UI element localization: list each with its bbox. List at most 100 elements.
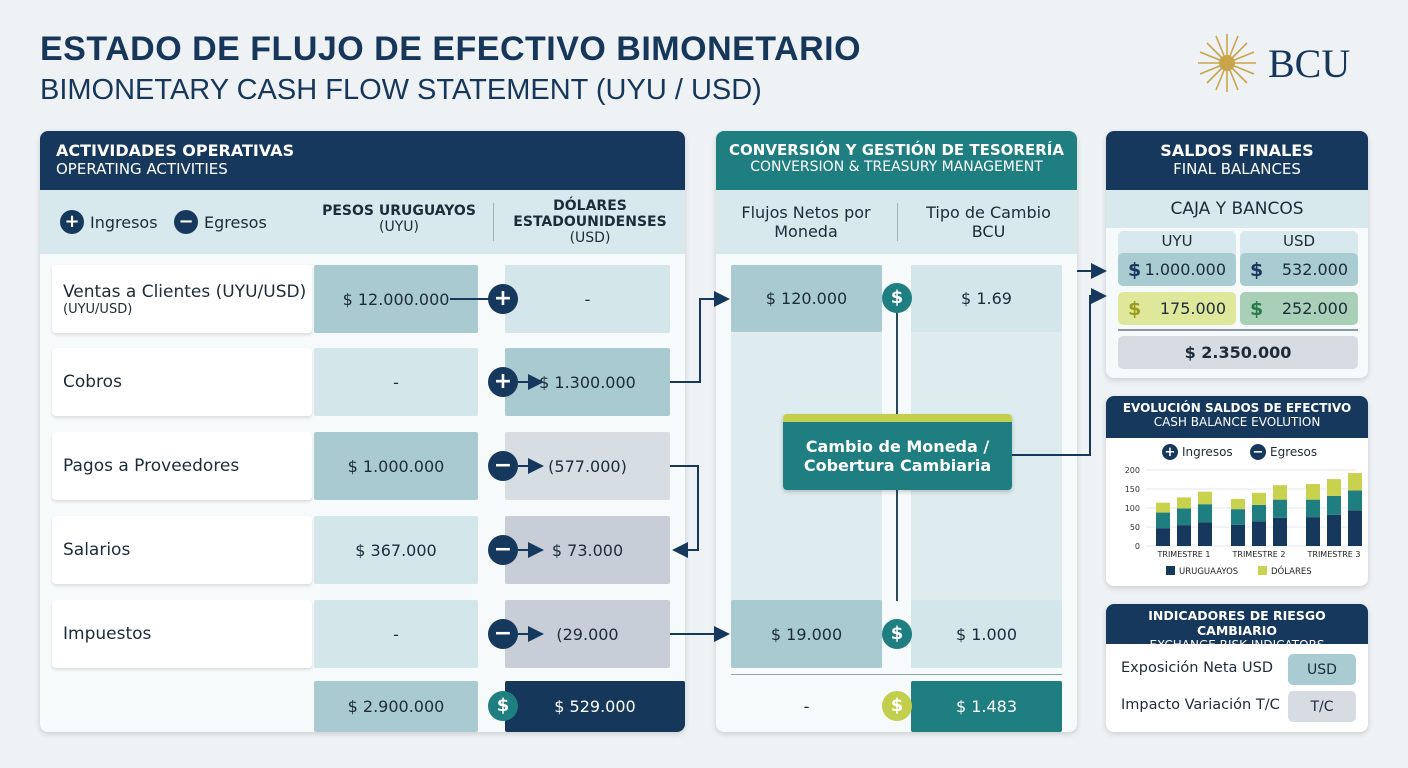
legend-ingresos-label: Ingresos	[90, 212, 158, 232]
usd-balance-2: $252.000	[1240, 292, 1358, 325]
bar-segment	[1348, 510, 1362, 546]
logo-text: BCU	[1268, 40, 1351, 86]
uyu-balance-1-value: 1.000.000	[1144, 260, 1226, 279]
bar-segment	[1252, 504, 1266, 522]
bcu-logo: BCU	[1196, 32, 1350, 94]
legend-swatch	[1166, 566, 1175, 575]
evolution-title: EVOLUCIÓN SALDOS DE EFECTIVO	[1122, 401, 1352, 415]
chart-legend-egresos: −Egresos	[1250, 444, 1317, 460]
row-label-text: Ventas a Clientes (UYU/USD)	[63, 281, 307, 302]
chart-legend-ingresos-label: Ingresos	[1182, 445, 1233, 459]
risk-badge-usd[interactable]: USD	[1288, 654, 1356, 685]
caja-bancos-label: CAJA Y BANCOS	[1106, 190, 1368, 228]
legend-label: DÓLARES	[1271, 565, 1312, 577]
row-sublabel: (UYU/USD)	[63, 301, 133, 317]
operating-title: ACTIVIDADES OPERATIVAS	[56, 141, 295, 160]
uyu-value: $ 12.000.000	[314, 265, 478, 333]
bar-segment	[1327, 514, 1341, 546]
operating-title-en: OPERATING ACTIVITIES	[56, 160, 228, 178]
plus-icon: +	[1162, 444, 1178, 460]
row-label-text: Salarios	[63, 540, 131, 560]
dollar-icon: $	[1128, 297, 1142, 320]
treasury-title: CONVERSIÓN Y GESTIÓN DE TESORERÍA	[729, 141, 1064, 159]
plus-icon: +	[488, 284, 518, 314]
risk-badge-tc[interactable]: T/C	[1288, 691, 1356, 722]
usd-balance-1: $532.000	[1240, 253, 1358, 286]
legend-egresos-label: Egresos	[204, 212, 267, 232]
plus-icon: +	[488, 367, 518, 397]
x-tick-label: TRIMESTRE 1	[1157, 550, 1211, 559]
bar-segment	[1198, 504, 1212, 523]
uyu-value: -	[314, 348, 478, 416]
uyu-value: $ 1.000.000	[314, 432, 478, 500]
minus-icon: −	[488, 535, 518, 565]
uyu-label: UYU	[1161, 232, 1193, 250]
net-flow-1: $ 120.000	[731, 265, 882, 332]
usd-value: (29.000	[505, 600, 670, 668]
net-flow-2: $ 19.000	[731, 600, 882, 668]
total-rate: $ 1.483	[911, 681, 1062, 732]
dollar-icon: $	[1128, 258, 1142, 281]
bar-segment	[1327, 495, 1341, 515]
bar-segment	[1177, 497, 1191, 509]
col-uyu-code: (UYU)	[379, 219, 419, 235]
usd-balance-2-value: 252.000	[1281, 299, 1348, 318]
bar-segment	[1231, 498, 1245, 510]
operating-column-header: +Ingresos −Egresos PESOS URUGUAYOS(UYU) …	[40, 190, 685, 254]
currency-exchange-box: Cambio de Moneda / Cobertura Cambiaria	[783, 414, 1012, 490]
legend-egresos: −Egresos	[174, 210, 267, 234]
col-net-flows: Flujos Netos por Moneda	[741, 203, 871, 241]
minus-icon: −	[174, 210, 198, 234]
row-label: Pagos a Proveedores	[52, 432, 312, 500]
y-tick-label: 0	[1135, 542, 1140, 551]
risk-title: INDICADORES DE RIESGO CAMBIARIO	[1148, 608, 1326, 638]
minus-icon: −	[488, 619, 518, 649]
minus-icon: −	[488, 451, 518, 481]
uyu-value: -	[314, 600, 478, 668]
bar-segment	[1252, 521, 1266, 546]
bar-segment	[1156, 528, 1170, 546]
uyu-balance-2: $175.000	[1118, 292, 1236, 325]
col-uyu-header: PESOS URUGUAYOS	[322, 203, 476, 219]
bar-segment	[1273, 517, 1287, 546]
evolution-title-en: CASH BALANCE EVOLUTION	[1153, 415, 1321, 429]
risk-label-exposure: Exposición Neta USD	[1121, 660, 1274, 676]
bar-segment	[1198, 491, 1212, 505]
rate-2: $ 1.000	[911, 600, 1062, 668]
uyu-value: $ 367.000	[314, 516, 478, 584]
bar-segment	[1156, 512, 1170, 529]
row-label-text: Pagos a Proveedores	[63, 456, 240, 476]
dollar-icon: $	[882, 691, 912, 721]
dollar-icon: $	[882, 619, 912, 649]
page-subtitle: BIMONETARY CASH FLOW STATEMENT (UYU / US…	[40, 74, 762, 106]
chart-legend-ingresos: + Ingresos	[1162, 444, 1233, 460]
col-bcu-rate: Tipo de Cambio BCU	[926, 203, 1051, 241]
risk-label-impact: Impacto Variación T/C	[1121, 697, 1280, 713]
chart-legend-egresos-label: Egresos	[1270, 445, 1318, 459]
plus-icon: +	[60, 210, 84, 234]
y-tick-label: 200	[1125, 466, 1140, 475]
usd-value: (577.000)	[505, 432, 670, 500]
bar-segment	[1198, 522, 1212, 546]
final-title-en: FINAL BALANCES	[1173, 160, 1301, 178]
bar-segment	[1156, 502, 1170, 513]
row-label: Salarios	[52, 516, 312, 584]
usd-value: -	[505, 265, 670, 333]
page-title: ESTADO DE FLUJO DE EFECTIVO BIMONETARIO	[40, 30, 862, 68]
bar-segment	[1231, 509, 1245, 525]
y-tick-label: 50	[1130, 523, 1140, 532]
usd-value: $ 73.000	[505, 516, 670, 584]
usd-label: USD	[1282, 232, 1316, 250]
bar-segment	[1327, 479, 1341, 496]
usd-value: $ 1.300.000	[505, 348, 670, 416]
row-label-text: Impuestos	[63, 624, 152, 644]
legend-swatch	[1258, 566, 1267, 575]
treasury-title-en: CONVERSION & TREASURY MANAGEMENT	[750, 159, 1043, 175]
minus-icon: −	[1250, 444, 1266, 460]
total-net: -	[803, 697, 810, 716]
